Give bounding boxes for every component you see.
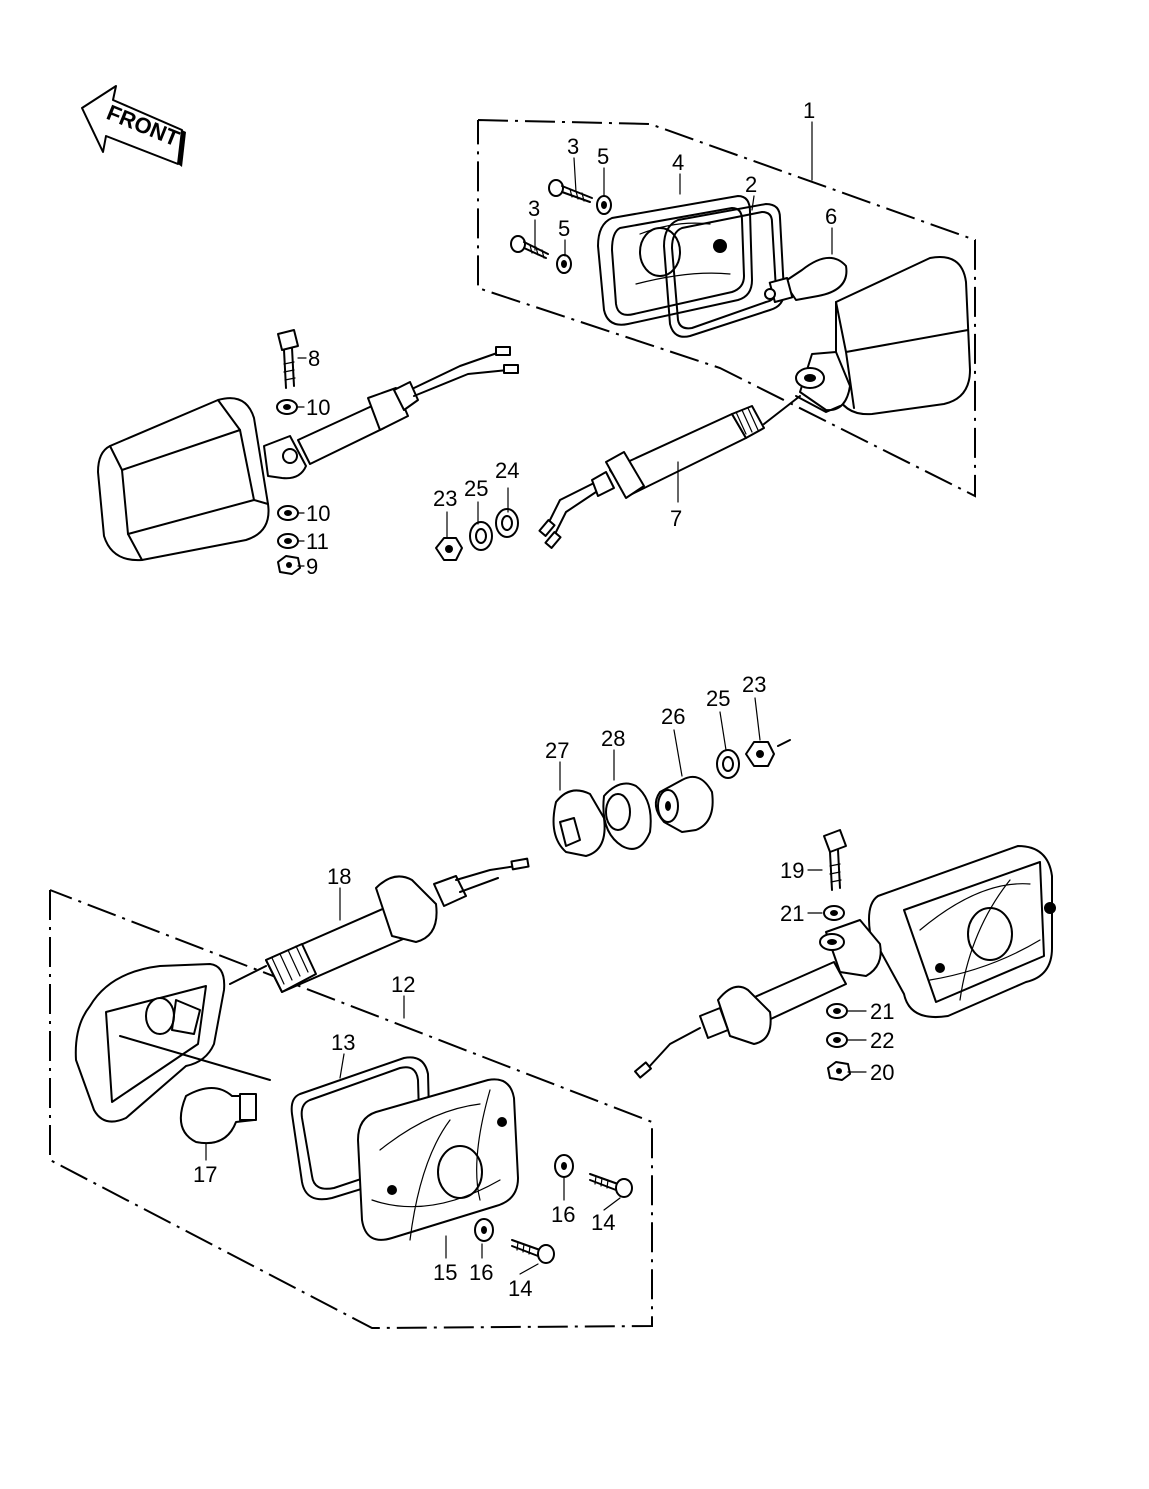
label-part-3: 3 — [567, 134, 579, 159]
assembly-1-boundary — [477, 119, 976, 498]
bolt-8 — [277, 329, 299, 389]
label-part-28: 28 — [601, 726, 625, 751]
label-part-11: 11 — [306, 529, 329, 554]
bulb-6 — [764, 257, 848, 303]
label-part-21: 21 — [780, 901, 804, 926]
label-part-7: 7 — [670, 506, 682, 531]
label-part-22: 22 — [870, 1028, 894, 1053]
washer-21-upper — [823, 905, 845, 921]
front-direction-arrow: FRONT — [81, 85, 186, 167]
washer-24 — [495, 508, 519, 538]
label-part-1: 1 — [803, 98, 815, 123]
washer-10-upper — [276, 399, 298, 415]
screw-14-lower — [511, 1239, 555, 1264]
label-part-14: 14 — [508, 1276, 532, 1301]
housing-left-upper — [97, 346, 519, 562]
upper-turn-signal-assembly — [97, 119, 976, 575]
gasket-2 — [663, 203, 785, 338]
washer-10-lower — [277, 505, 299, 521]
housing-right-lower — [634, 845, 1056, 1079]
screw-3-lower — [510, 235, 549, 259]
grommet-26 — [654, 776, 714, 833]
label-part-26: 26 — [661, 704, 685, 729]
grommet-28 — [602, 782, 652, 850]
assembly-12-boundary — [49, 889, 653, 1330]
label-part-17: 17 — [193, 1162, 217, 1187]
label-part-27: 27 — [545, 738, 569, 763]
washer-25-lower — [716, 749, 740, 779]
label-part-16: 16 — [469, 1260, 493, 1285]
label-part-8: 8 — [308, 346, 320, 371]
lens-4 — [597, 195, 753, 326]
nut-9 — [277, 555, 301, 575]
label-part-23: 23 — [742, 672, 766, 697]
label-part-21: 21 — [870, 999, 894, 1024]
part-labels: 1 2 3 3 4 5 5 6 7 8 10 10 11 9 23 25 24 … — [193, 98, 894, 1301]
label-part-6: 6 — [825, 204, 837, 229]
screw-14-upper — [589, 1173, 633, 1198]
washer-5-lower — [556, 254, 572, 274]
washer-16-upper — [554, 1154, 574, 1178]
label-part-10: 10 — [306, 501, 330, 526]
housing-rear-lower — [74, 963, 271, 1123]
label-part-10: 10 — [306, 395, 330, 420]
washer-5-upper — [596, 195, 612, 215]
lens-15 — [357, 1078, 519, 1241]
bulb-17 — [179, 1087, 257, 1144]
washer-16-lower — [474, 1218, 494, 1242]
stalk-7 — [538, 395, 801, 549]
label-part-4: 4 — [672, 150, 684, 175]
label-part-15: 15 — [433, 1260, 457, 1285]
label-part-5: 5 — [597, 144, 609, 169]
leader-lines — [205, 121, 867, 1275]
label-part-24: 24 — [495, 458, 519, 483]
nut-23-upper — [435, 537, 463, 561]
washer-25-upper — [469, 521, 493, 551]
lock-washer-11 — [277, 533, 299, 549]
label-part-19: 19 — [780, 858, 804, 883]
label-part-5: 5 — [558, 216, 570, 241]
nut-20 — [827, 1061, 851, 1081]
screw-3-upper — [548, 179, 593, 203]
grommet-27 — [552, 789, 606, 857]
bolt-19 — [823, 829, 847, 891]
label-part-23: 23 — [433, 486, 457, 511]
lower-turn-signal-assembly — [49, 889, 653, 1330]
label-part-3: 3 — [528, 196, 540, 221]
label-part-16: 16 — [551, 1202, 575, 1227]
label-part-25: 25 — [464, 476, 488, 501]
label-part-20: 20 — [870, 1060, 894, 1085]
label-part-18: 18 — [327, 864, 351, 889]
housing-right-upper — [795, 256, 971, 416]
washer-21-lower — [826, 1003, 848, 1019]
label-part-12: 12 — [391, 972, 415, 997]
label-part-25: 25 — [706, 686, 730, 711]
lock-washer-22 — [826, 1032, 848, 1048]
label-part-2: 2 — [745, 172, 757, 197]
label-part-13: 13 — [331, 1030, 355, 1055]
nut-23-lower — [745, 739, 791, 767]
label-part-14: 14 — [591, 1210, 615, 1235]
stalk-18 — [229, 857, 530, 993]
label-part-9: 9 — [306, 554, 318, 579]
